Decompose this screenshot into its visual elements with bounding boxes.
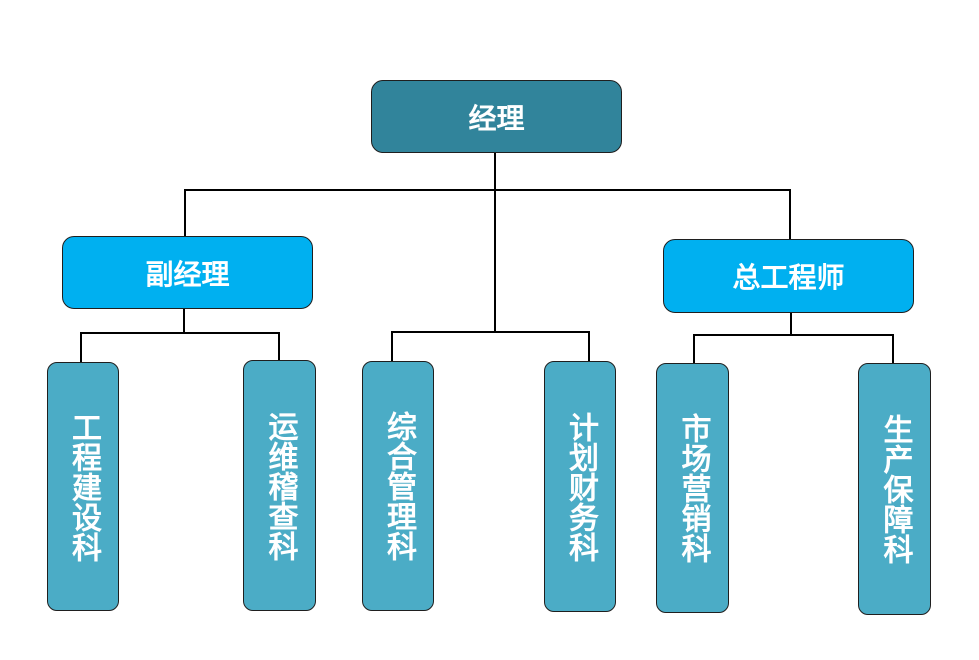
connector-center-trunk xyxy=(494,189,496,332)
node-deputy-label: 副经理 xyxy=(145,257,230,291)
connector-root-down xyxy=(494,152,496,190)
connector-dept-3-drop xyxy=(391,331,393,362)
connector-dept-2-drop xyxy=(278,332,280,361)
department-4-label: 计划财务科 xyxy=(563,411,598,562)
node-department-5: 市场营销科 xyxy=(656,363,729,613)
connector-dept-4-drop xyxy=(588,331,590,362)
department-1-label: 工程建设科 xyxy=(66,411,101,562)
node-chief-engineer: 总工程师 xyxy=(663,239,914,313)
connector-top-horizontal xyxy=(185,189,791,191)
connector-dept-5-drop xyxy=(693,334,695,364)
node-department-4: 计划财务科 xyxy=(544,361,616,612)
department-3-label: 综合管理科 xyxy=(381,411,416,561)
department-2-label: 运维稽查科 xyxy=(262,410,298,561)
connector-deputy-horizontal xyxy=(80,332,280,334)
connector-chief-engineer-drop xyxy=(789,189,791,240)
node-department-1: 工程建设科 xyxy=(47,362,119,611)
department-5-label: 市场营销科 xyxy=(675,413,711,563)
node-department-2: 运维稽查科 xyxy=(243,360,316,611)
connector-chief-engineer-horizontal xyxy=(693,334,894,336)
connector-dept-1-drop xyxy=(80,332,82,363)
node-chief-engineer-label: 总工程师 xyxy=(732,261,845,294)
node-department-3: 综合管理科 xyxy=(362,361,434,611)
connector-chief-engineer-down xyxy=(790,312,792,336)
node-deputy-manager: 副经理 xyxy=(62,236,313,309)
node-department-6: 生产保障科 xyxy=(858,363,931,615)
node-root-manager: 经理 xyxy=(371,80,622,153)
connector-dept-6-drop xyxy=(892,334,894,364)
connector-center-horizontal xyxy=(391,331,590,333)
department-6-label: 生产保障科 xyxy=(877,414,913,564)
connector-deputy-down xyxy=(183,308,185,334)
connector-deputy-drop xyxy=(184,189,186,237)
node-root-label: 经理 xyxy=(468,101,525,135)
